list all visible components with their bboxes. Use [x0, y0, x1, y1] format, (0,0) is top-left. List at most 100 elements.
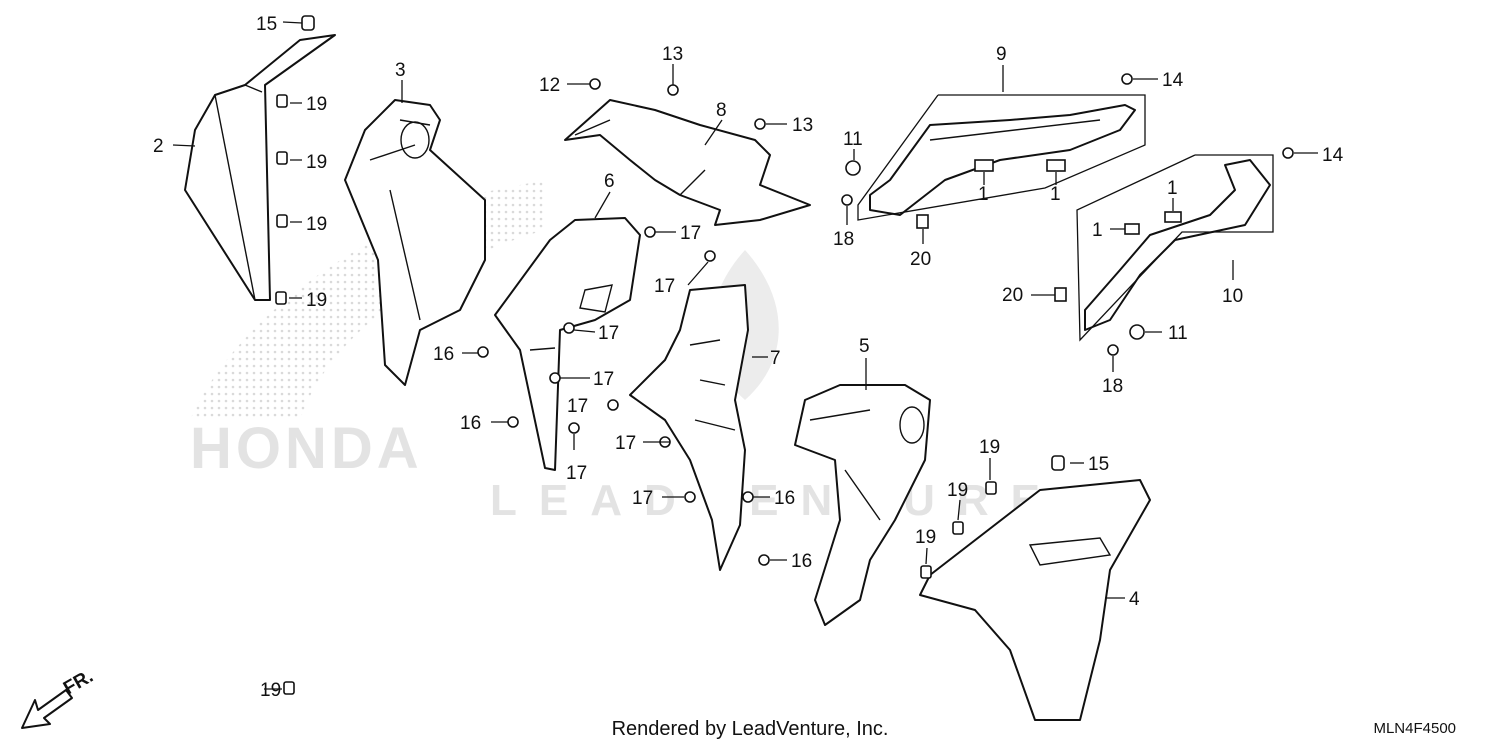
callout-17a: 17 — [680, 223, 701, 244]
callout-13b: 13 — [792, 115, 813, 136]
callout-16c: 16 — [774, 488, 795, 509]
callout-18b: 18 — [1102, 376, 1123, 397]
screw-16c-icon — [742, 491, 754, 503]
callout-17e: 17 — [567, 396, 588, 417]
clip-19b-icon — [276, 151, 288, 165]
callout-9: 9 — [996, 44, 1007, 65]
callout-1d: 1 — [1092, 220, 1103, 241]
callout-4: 4 — [1129, 589, 1140, 610]
group-bracket-10 — [1076, 154, 1274, 342]
clip-19a-icon — [276, 94, 288, 108]
clip-1c-icon — [1164, 211, 1182, 223]
callout-20b: 20 — [1002, 285, 1023, 306]
callout-17h: 17 — [632, 488, 653, 509]
screw-17f-icon — [568, 422, 580, 434]
diagram-code: MLN4F4500 — [1373, 720, 1456, 737]
nut-14b-icon — [1282, 147, 1294, 159]
callout-1b: 1 — [1050, 184, 1061, 205]
callout-20a: 20 — [910, 249, 931, 270]
callout-14b: 14 — [1322, 145, 1344, 166]
render-credit: Rendered by LeadVenture, Inc. — [611, 718, 889, 740]
screw-13b-icon — [754, 118, 766, 130]
callout-16b: 16 — [460, 413, 481, 434]
part-7-shape — [629, 284, 749, 571]
callout-11b: 11 — [1168, 323, 1188, 344]
screw-16a-icon — [477, 346, 489, 358]
clip-19c-icon — [276, 214, 288, 228]
callout-19g: 19 — [915, 527, 936, 548]
callout-17c: 17 — [598, 323, 619, 344]
clip-19g-icon — [920, 565, 932, 579]
clip-15a-icon — [301, 15, 315, 31]
callout-7: 7 — [770, 348, 781, 369]
screw-17e-icon — [607, 399, 619, 411]
part-10-shape — [1084, 159, 1271, 331]
part-5-shape — [794, 384, 931, 626]
part-4-shape — [919, 479, 1151, 721]
screw-18b-icon — [1107, 344, 1119, 356]
callout-17g: 17 — [615, 433, 636, 454]
callout-17b: 17 — [654, 276, 675, 297]
callout-6: 6 — [604, 171, 615, 192]
callout-16d: 16 — [791, 551, 812, 572]
callout-1c: 1 — [1167, 178, 1178, 199]
honda-brand-watermark: HONDA — [190, 416, 423, 481]
screw-17a-icon — [644, 226, 656, 238]
screw-13a-icon — [667, 84, 679, 96]
callout-14a: 14 — [1162, 70, 1184, 91]
callout-15a: 15 — [256, 14, 277, 35]
screw-17b-icon — [704, 250, 716, 262]
clip-1b-icon — [1046, 159, 1066, 172]
part-6-shape — [494, 217, 641, 471]
screw-12-icon — [589, 78, 601, 90]
group-bracket-9 — [857, 65, 1146, 221]
clip-20b-icon — [1054, 287, 1067, 302]
leader-lines — [172, 21, 1318, 690]
callout-10: 10 — [1222, 286, 1243, 307]
clip-1a-icon — [974, 159, 994, 172]
fasteners — [275, 15, 1294, 695]
nut-14a-icon — [1121, 73, 1133, 85]
screw-16b-icon — [507, 416, 519, 428]
clip-20a-icon — [916, 214, 929, 229]
clip-19f-icon — [952, 521, 964, 535]
callout-19c: 19 — [306, 214, 327, 235]
callout-19e: 19 — [979, 437, 1000, 458]
callout-19b: 19 — [306, 152, 327, 173]
leadventure-text-watermark: LEADVENTURE — [490, 476, 1062, 525]
screw-17d-icon — [549, 372, 561, 384]
clip-19h-icon — [283, 681, 295, 695]
callout-12: 12 — [539, 75, 560, 96]
nut-11b-icon — [1129, 324, 1145, 340]
nut-11a-icon — [845, 160, 861, 176]
clip-19d-icon — [275, 291, 287, 305]
callout-5: 5 — [859, 336, 870, 357]
part-shapes — [184, 34, 1271, 721]
callout-1a: 1 — [978, 184, 989, 205]
callout-11a: 11 — [843, 129, 863, 150]
part-8-shape — [564, 99, 811, 226]
screw-16d-icon — [758, 554, 770, 566]
callout-15b: 15 — [1088, 454, 1109, 475]
front-arrow-icon — [21, 689, 73, 729]
callout-8: 8 — [716, 100, 727, 121]
part-3-shape — [344, 99, 486, 386]
callout-17d: 17 — [593, 369, 614, 390]
callout-19h: 19 — [260, 680, 281, 701]
clip-1d-icon — [1124, 223, 1140, 235]
callout-18a: 18 — [833, 229, 854, 250]
part-9-shape — [869, 104, 1136, 216]
callout-17f: 17 — [566, 463, 587, 484]
screw-17h-icon — [684, 491, 696, 503]
callout-numbers: 15 2 3 19 19 19 19 12 13 13 8 9 14 14 11… — [153, 14, 1344, 701]
callout-19d: 19 — [306, 290, 327, 311]
callout-19a: 19 — [306, 94, 327, 115]
clip-15b-icon — [1051, 455, 1065, 471]
callout-13a: 13 — [662, 44, 683, 65]
callout-2: 2 — [153, 136, 164, 157]
callout-19f: 19 — [947, 480, 968, 501]
callout-3: 3 — [395, 60, 406, 81]
callout-16a: 16 — [433, 344, 454, 365]
clip-19e-icon — [985, 481, 997, 495]
